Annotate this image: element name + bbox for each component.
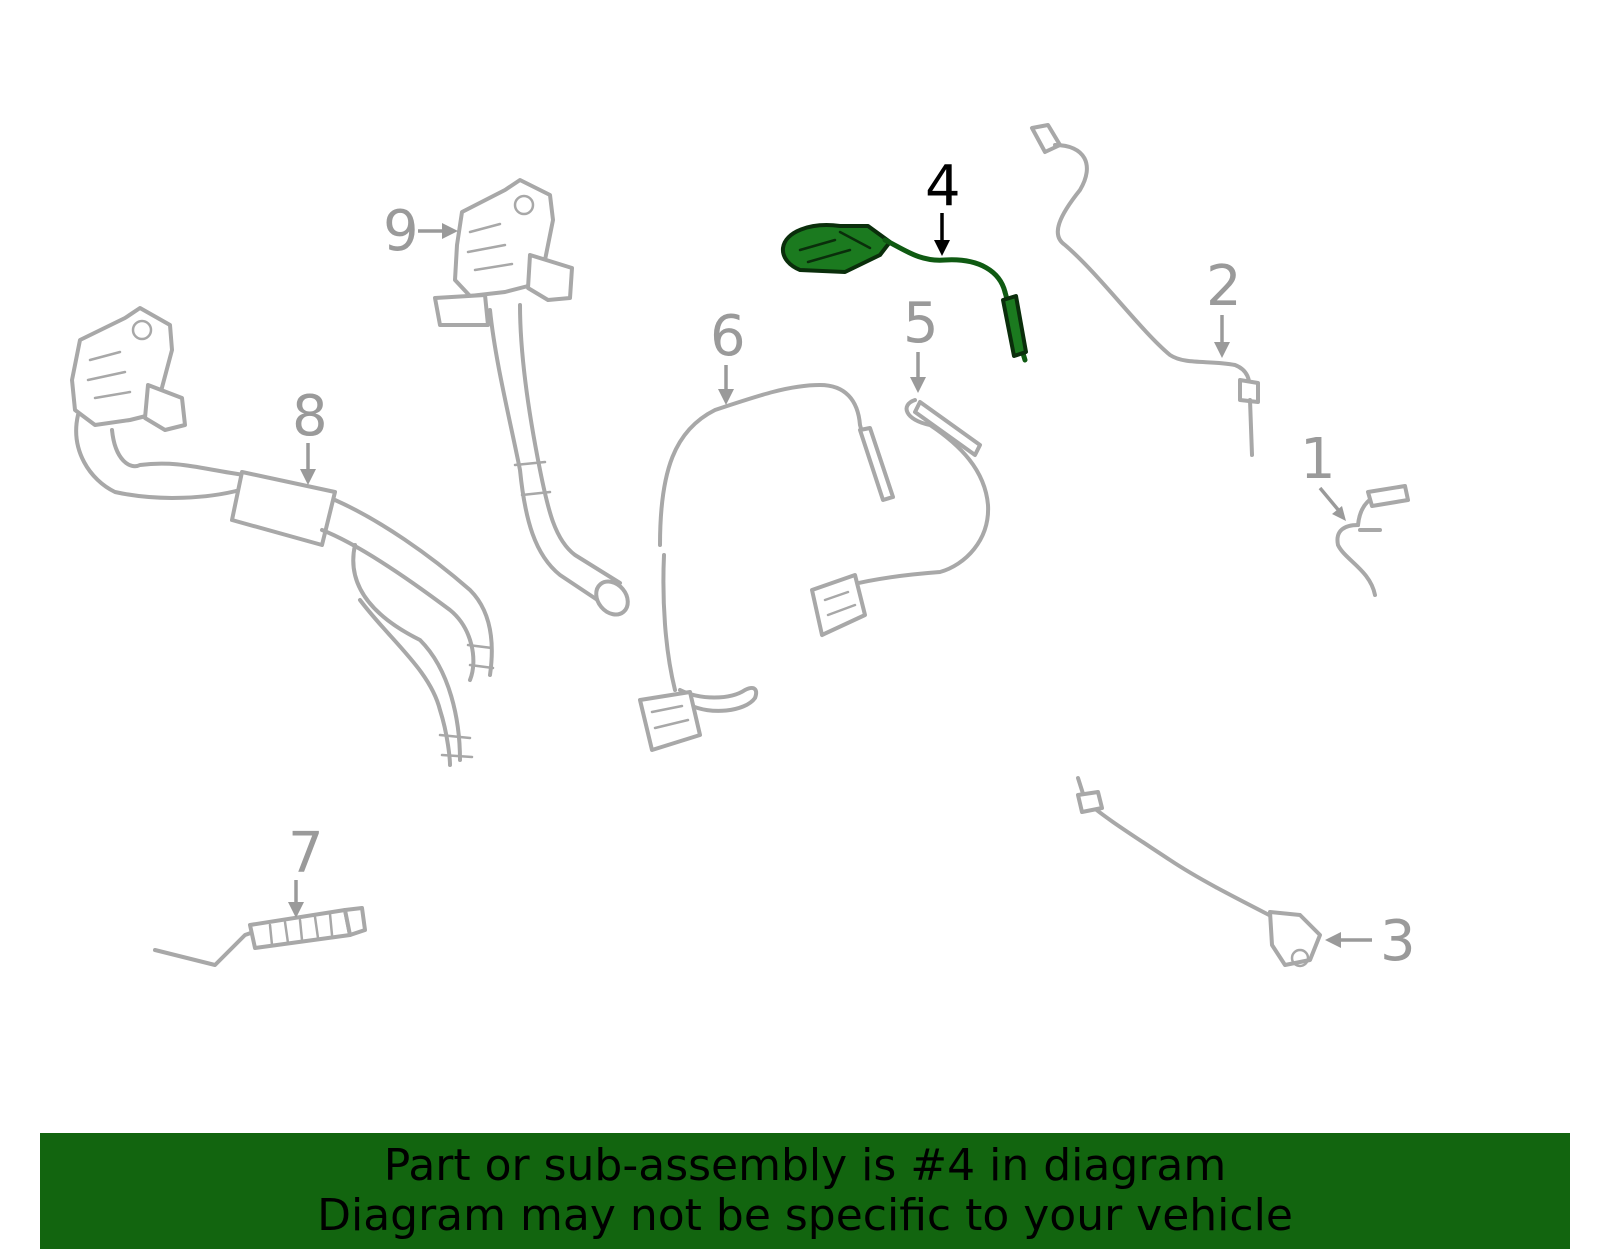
svg-text:7: 7 [288,821,324,886]
svg-text:6: 6 [710,304,746,369]
banner-line-disclaimer: Diagram may not be specific to your vehi… [317,1190,1293,1241]
part-2-temperature-sensor[interactable] [1030,123,1260,457]
part-8-sensor-hose-assembly[interactable] [70,306,495,767]
svg-text:2: 2 [1206,254,1242,319]
svg-text:5: 5 [903,291,939,356]
callout-3: 3 [1325,909,1416,974]
callout-7: 7 [288,821,324,918]
svg-text:9: 9 [383,199,419,264]
part-6-oxygen-sensor[interactable] [638,383,895,752]
part-7-oxygen-sensor[interactable] [153,906,367,967]
callout-4: 4 [925,154,961,256]
part-3-wheel-sensor[interactable] [1076,776,1322,968]
part-1-sensor-clip[interactable] [1335,484,1410,597]
parts-diagram: 1 2 3 4 5 6 7 8 9 [70,123,1416,974]
callout-2: 2 [1206,254,1242,358]
callout-8: 8 [292,384,328,485]
banner-line-part: Part or sub-assembly is #4 in diagram [383,1140,1227,1191]
svg-text:3: 3 [1380,909,1416,974]
callout-9: 9 [383,199,458,264]
callout-6: 6 [710,304,746,405]
info-banner: Part or sub-assembly is #4 in diagram Di… [40,1133,1570,1249]
part-5-oxygen-sensor[interactable] [810,398,991,637]
part-4-oxygen-sensor[interactable] [780,223,1028,363]
callout-1: 1 [1300,427,1346,521]
part-9-sensor-hose[interactable] [433,178,634,621]
callout-5: 5 [903,291,939,393]
svg-text:8: 8 [292,384,328,449]
svg-text:1: 1 [1300,427,1336,492]
svg-text:4: 4 [925,154,961,219]
